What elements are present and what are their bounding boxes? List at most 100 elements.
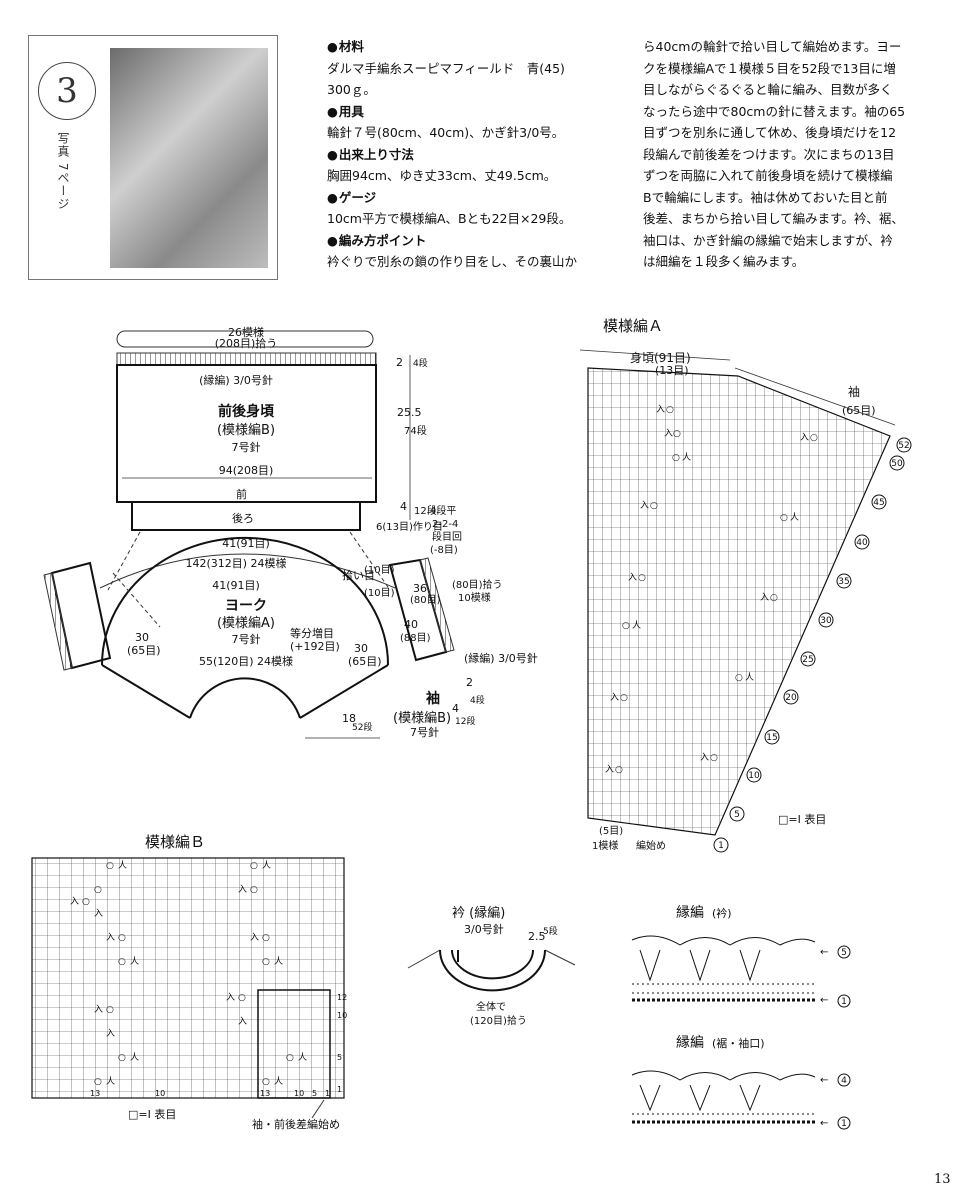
decrease-symbol: 入	[94, 908, 103, 919]
guide-line	[107, 531, 141, 591]
yoke-right-cm: 30	[354, 642, 368, 655]
guide-line	[112, 572, 161, 628]
chart-a-bottom-1: (5目)	[599, 826, 623, 837]
row-marker	[764, 729, 780, 745]
yoke-increase-count: (+192目)	[290, 640, 340, 653]
sleeve-edge: (縁編) 3/0号針	[464, 651, 538, 665]
tools-line: 輪針７号(80cm、40cm)、かぎ針3/0号。	[327, 125, 565, 140]
edging-hem-row-bottom: 1	[841, 1119, 847, 1129]
edging-hem-top-chain	[631, 1070, 816, 1081]
materials-line: 300ｇ。	[327, 82, 376, 97]
yoke-pattern: (模様編A)	[217, 615, 275, 631]
yo-symbol: ○	[735, 673, 743, 683]
pattern-number: 3	[38, 62, 96, 120]
yo-symbol: ○	[262, 933, 270, 943]
body-rows: 74段	[404, 424, 427, 437]
sleeve-length: 18	[342, 712, 356, 725]
chart-a-grid	[587, 367, 891, 836]
yo-symbol: ○	[262, 1077, 270, 1087]
row-arrow: ←	[820, 995, 828, 1006]
body-schematic: 26模様 (208目)拾う (縁編) 3/0号針 前後身頃 (模様編B) 7号針…	[116, 325, 462, 556]
sleeve-12-rows: 12段	[455, 715, 475, 727]
gusset-cast-on: 6(13目)作り目	[376, 521, 443, 533]
row-number: 50	[891, 459, 903, 469]
row-number: 45	[873, 498, 884, 508]
row-marker	[837, 1116, 851, 1130]
row-arrow: ←	[820, 1075, 828, 1086]
collar-guide-right	[544, 949, 576, 966]
collar-outer	[439, 949, 546, 992]
diff-note-1: 4段平	[430, 504, 456, 517]
chart-b-col: 5	[312, 1089, 317, 1098]
yo-symbol: ○	[82, 897, 90, 907]
sleeve-40: 40	[404, 618, 418, 631]
collar-guide-left	[407, 949, 441, 969]
row-number: 1	[718, 841, 724, 851]
yo-symbol: ○	[118, 957, 126, 967]
yoke-outer-guide	[99, 553, 396, 589]
decrease-symbol: 入	[106, 1028, 115, 1039]
yo-symbol: ○	[106, 1005, 114, 1015]
decrease-symbol: 入	[94, 1004, 103, 1015]
yoke-schematic: 142(312目) 24模様 41(91目) ヨーク (模様編A) 7号針 等分…	[99, 531, 396, 719]
sleeve-title: 袖	[426, 690, 440, 707]
chart-b-legend: □=Ⅰ 表目	[128, 1107, 176, 1121]
front-label: 前	[236, 487, 247, 501]
diff-note-2: 2-2-4	[432, 519, 458, 530]
instructions-column-2: ら40cmの輪針で拾い目して編始めます。ヨー クを模様編Aで１模様５目を52段で…	[643, 36, 938, 273]
row-number: 5	[734, 810, 740, 820]
diff-note-3: 段目回	[432, 530, 462, 543]
decrease-symbol: 入	[605, 764, 614, 775]
points-line: 後差、まちから拾い目して編みます。衿、裾、	[643, 211, 904, 226]
decrease-symbol: 人	[274, 956, 283, 967]
edging-outline	[116, 330, 374, 348]
instructions-column-1: 材料 ダルマ手編糸スーピマフィールド 青(45) 300ｇ。 用具 輪針７号(8…	[327, 36, 617, 273]
chart-b-row: 5	[337, 1053, 342, 1062]
yoke-left-cm: 30	[135, 631, 149, 644]
sleeve-pickup: (80目)拾う	[452, 578, 503, 591]
yo-symbol: ○	[615, 765, 623, 775]
chart-b-col: 1	[325, 1089, 330, 1098]
points-line: 目ずつを別糸に通して休め、後身頃だけを12	[643, 125, 897, 140]
yo-symbol: ○	[622, 621, 630, 631]
collar-diagram: 衿 (縁編) 3/0号針 2.5 5段 全体で (120目)拾う	[407, 905, 576, 1027]
edging-hem-row-top: 4	[841, 1076, 847, 1086]
tools-heading: 用具	[327, 101, 617, 123]
yo-symbol: ○	[673, 429, 681, 439]
yo-symbol: ○	[620, 693, 628, 703]
chart-b-col: 13	[260, 1089, 270, 1098]
points-line: 衿ぐりで別糸の鎖の作り目をし、その裏山か	[327, 254, 578, 269]
top-pickup: (208目)拾う	[215, 336, 278, 350]
chart-a-bottom-3: 編始め	[636, 839, 666, 852]
yo-symbol: ○	[638, 573, 646, 583]
yo-symbol: ○	[94, 885, 102, 895]
yoke-right-st: (65目)	[348, 655, 382, 668]
gusset-rows: 12段	[414, 504, 437, 517]
edging-hem-sub: (裾・袖口)	[712, 1036, 765, 1050]
decrease-symbol: 人	[130, 1052, 139, 1063]
body-pattern: (模様編B)	[217, 422, 275, 438]
points-line: 袖口は、かぎ針編の縁編で始末しますが、衿	[643, 232, 893, 248]
yo-symbol: ○	[250, 885, 258, 895]
yoke-title: ヨーク	[225, 598, 267, 614]
chart-b-repeat-box	[257, 989, 331, 1099]
body-edge-band	[116, 352, 377, 366]
chart-a-legend: □=Ⅰ 表目	[778, 812, 826, 826]
yo-symbol: ○	[286, 1053, 294, 1063]
chart-b: 模様編Ｂ ○人 ○ 入○ 入 入○ ○人 入○ 入 ○人 ○人 ○人 入○ 入○…	[31, 833, 347, 1131]
decrease-symbol: 人	[130, 956, 139, 967]
decrease-symbol: 人	[745, 672, 754, 683]
gusset-cm: 4	[400, 500, 407, 513]
collar-pickup-1: 全体で	[476, 1000, 506, 1013]
decrease-symbol: 入	[760, 592, 769, 603]
row-number: 20	[785, 693, 797, 703]
materials-line: ダルマ手編糸スーピマフィールド 青(45)	[327, 60, 565, 76]
edging-hem: 縁編 (裾・袖口) ← 4 ← 1	[631, 1035, 851, 1130]
body-title: 前後身頃	[218, 403, 275, 420]
body-needle: 7号針	[232, 440, 261, 454]
row-marker	[713, 837, 729, 853]
row-marker	[836, 573, 852, 589]
neck-label: 55(120目) 24模様	[199, 654, 293, 668]
left-sleeve-cuff	[43, 572, 73, 671]
